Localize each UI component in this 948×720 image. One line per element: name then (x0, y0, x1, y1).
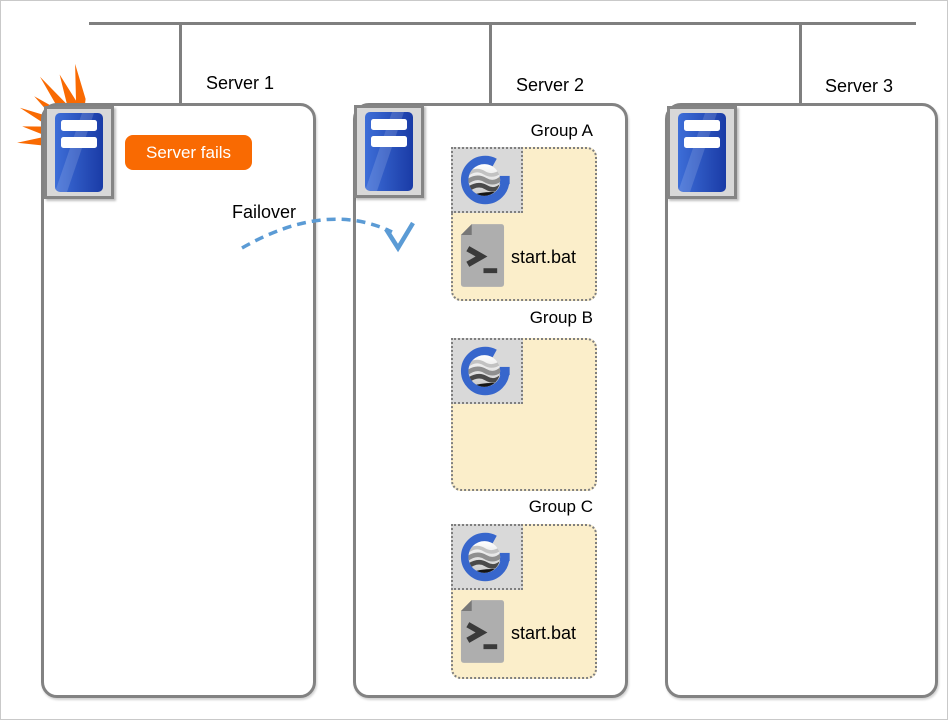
server3-box (665, 103, 938, 698)
g-globe-logo-icon (458, 528, 516, 586)
terminal-script-icon (459, 599, 506, 664)
server3-drop-line (799, 22, 802, 104)
server1-label: Server 1 (206, 73, 275, 93)
group-a-label: Group A (530, 121, 593, 140)
server2-label: Server 2 (516, 75, 585, 95)
group-c-script-label: start.bat (511, 623, 577, 643)
terminal-script-icon (459, 223, 506, 288)
group-b-logo-tile (451, 338, 523, 404)
g-globe-logo-icon (458, 342, 516, 400)
server1-drop-line (179, 22, 182, 104)
g-globe-logo-icon (458, 151, 516, 209)
server-fails-badge: Server fails (125, 135, 253, 170)
group-c-label: Group C (528, 497, 593, 516)
server1-box (41, 103, 316, 698)
server2-drop-line (489, 22, 492, 104)
server-tower-icon (44, 106, 114, 199)
server-tower-icon (667, 106, 737, 199)
group-a-script-label: start.bat (511, 247, 577, 267)
network-bus-line (89, 22, 916, 25)
failover-label: Failover (232, 202, 297, 222)
server3-label: Server 3 (825, 76, 894, 96)
group-b-label: Group B (529, 308, 593, 327)
group-c-logo-tile (451, 524, 523, 590)
dashed-arc-arrow-icon (241, 217, 415, 253)
server-tower-icon (354, 105, 424, 198)
group-a-logo-tile (451, 147, 523, 213)
